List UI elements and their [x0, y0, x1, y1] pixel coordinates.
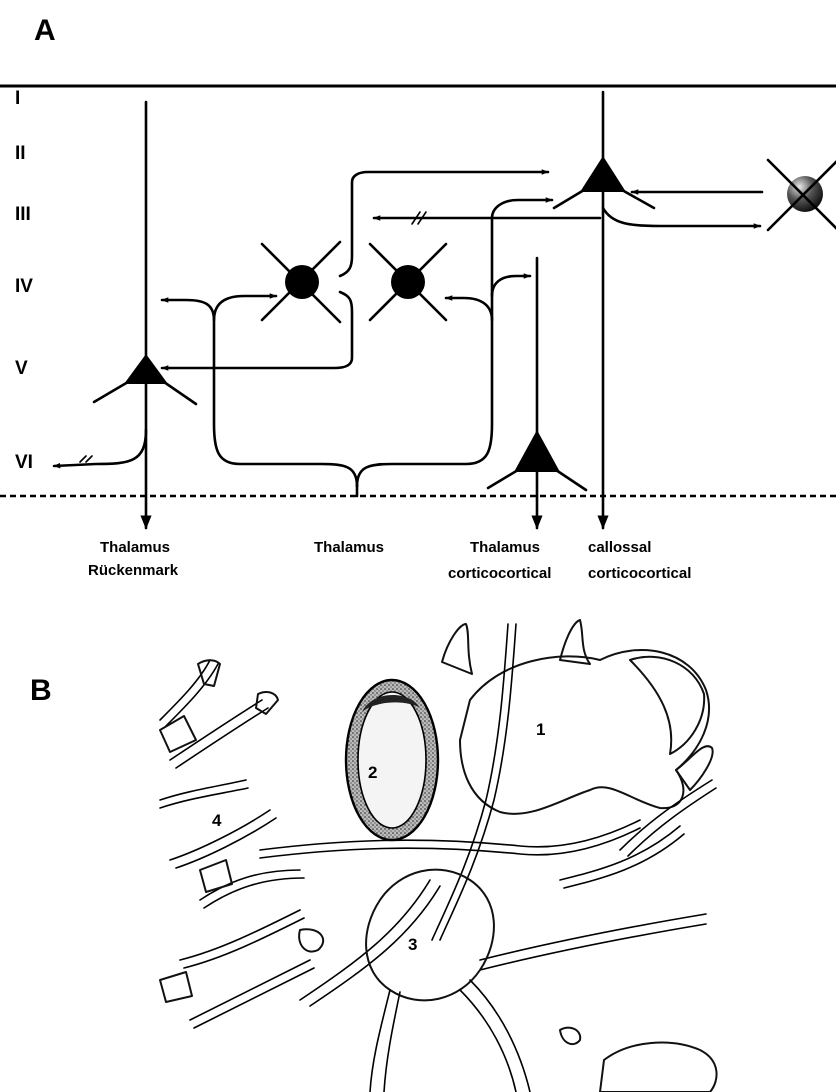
structure-number-4: 4 — [212, 811, 222, 830]
panel-a: A I II III IV V VI — [0, 14, 836, 582]
dendrite-horizontal-2 — [480, 914, 706, 960]
dendrite-vertical — [432, 624, 508, 940]
layer-v-pyramidal-neuron — [54, 102, 196, 528]
output-labels: Thalamus Rückenmark Thalamus Thalamus co… — [88, 539, 691, 582]
layer-label-iii: III — [15, 204, 31, 225]
input-label-thalamus: Thalamus — [314, 539, 384, 556]
output-label-corticocortical-2: corticocortical — [588, 565, 691, 582]
lower-right-cell-fragment — [600, 1043, 717, 1092]
structure-number-1: 1 — [536, 720, 545, 739]
output-label-thalamus-1: Thalamus — [100, 539, 170, 556]
layer-label-vi: VI — [15, 452, 33, 473]
right-edge-stellate-neuron — [768, 158, 836, 232]
layer-iv-stellate-neuron-right — [370, 244, 446, 320]
structure-number-3: 3 — [408, 935, 417, 954]
apical-process-1 — [442, 624, 472, 674]
output-label-rueckenmark: Rückenmark — [88, 562, 179, 579]
output-label-callosal: callossal — [588, 539, 651, 556]
layer-label-iv: IV — [15, 276, 33, 297]
output-label-thalamus-2: Thalamus — [470, 539, 540, 556]
layer-label-v: V — [15, 358, 28, 379]
layer-ii-iii-pyramidal-neuron — [554, 92, 762, 528]
layer-label-ii: II — [15, 143, 26, 164]
glial-process-down — [370, 990, 390, 1092]
stellate-projections — [162, 172, 600, 368]
panel-b-label: B — [30, 674, 52, 707]
apical-process-2 — [560, 620, 590, 664]
branch-right-1 — [620, 780, 712, 850]
structure-number-2: 2 — [368, 763, 377, 782]
neuron-shadow — [630, 657, 704, 754]
layer-label-i: I — [15, 88, 20, 109]
layer-vi-pyramidal-neuron — [488, 258, 586, 528]
layer-iv-stellate-neuron-left — [262, 242, 340, 322]
panel-a-label: A — [34, 14, 56, 47]
thalamic-input-fibers — [162, 200, 552, 496]
dendrite-horizontal-1 — [260, 820, 640, 850]
neuropil-illustration: 2 3 — [160, 620, 717, 1092]
panel-b: B 2 3 — [30, 620, 717, 1092]
branching-dendrites-left — [160, 660, 314, 1028]
capillary-lumen — [358, 692, 426, 828]
output-label-corticocortical-1: corticocortical — [448, 565, 551, 582]
